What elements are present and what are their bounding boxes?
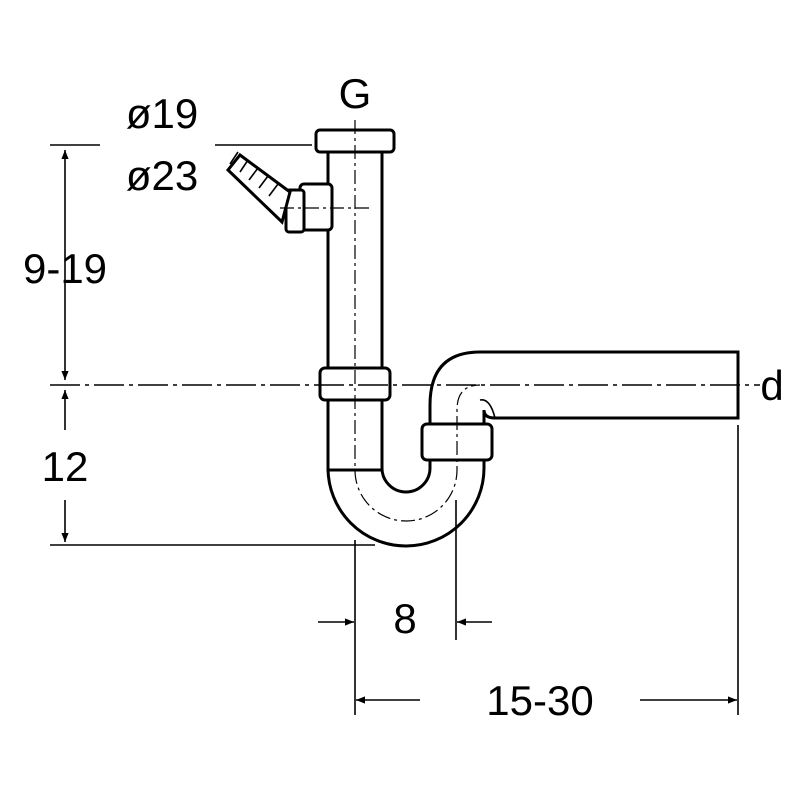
dimension-lines — [50, 144, 760, 715]
u-bend — [326, 453, 486, 548]
label-diameter-19: ø19 — [126, 90, 198, 137]
centerlines — [280, 120, 481, 522]
side-inlet — [225, 151, 334, 234]
outlet-pipe — [428, 350, 740, 432]
label-offset: 8 — [393, 595, 416, 642]
label-height-range: 9-19 — [23, 245, 107, 292]
label-g: G — [339, 70, 372, 117]
label-diameter-23: ø23 — [126, 152, 198, 199]
label-length-range: 15-30 — [486, 677, 593, 724]
label-seal-depth: 12 — [42, 443, 89, 490]
label-d: d — [760, 362, 783, 409]
